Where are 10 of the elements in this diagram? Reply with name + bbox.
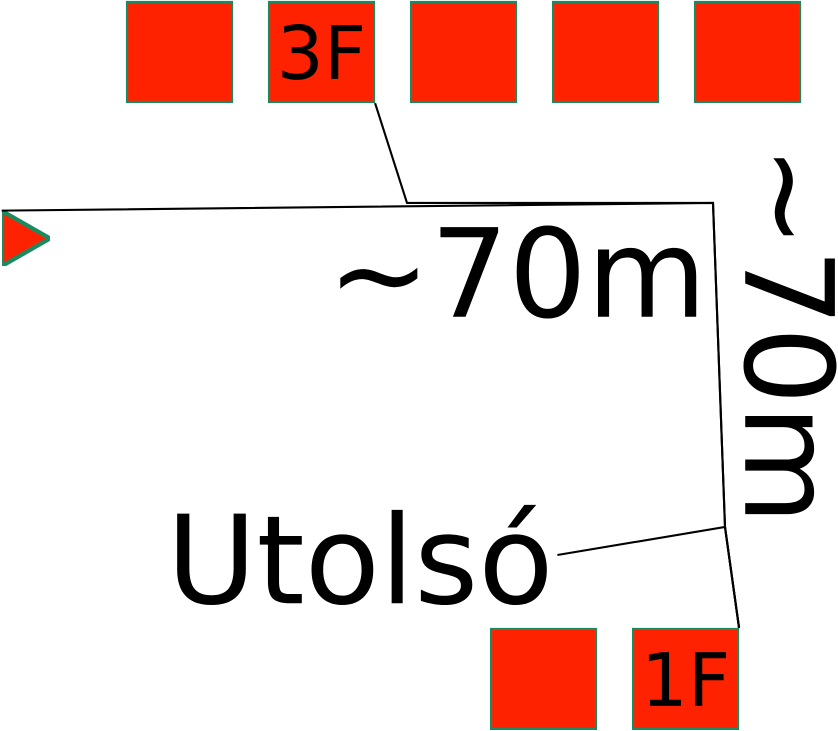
square-marker [126, 0, 234, 104]
square-marker [490, 628, 598, 730]
square-marker [552, 0, 660, 104]
leader-line [557, 526, 740, 628]
distance-label: ~70m [744, 158, 836, 514]
square-marker [410, 0, 518, 104]
text-label: Utolsó [177, 504, 547, 606]
square-marker [694, 0, 802, 104]
triangle-marker [2, 210, 50, 266]
distance-label: ~70m [340, 225, 696, 318]
